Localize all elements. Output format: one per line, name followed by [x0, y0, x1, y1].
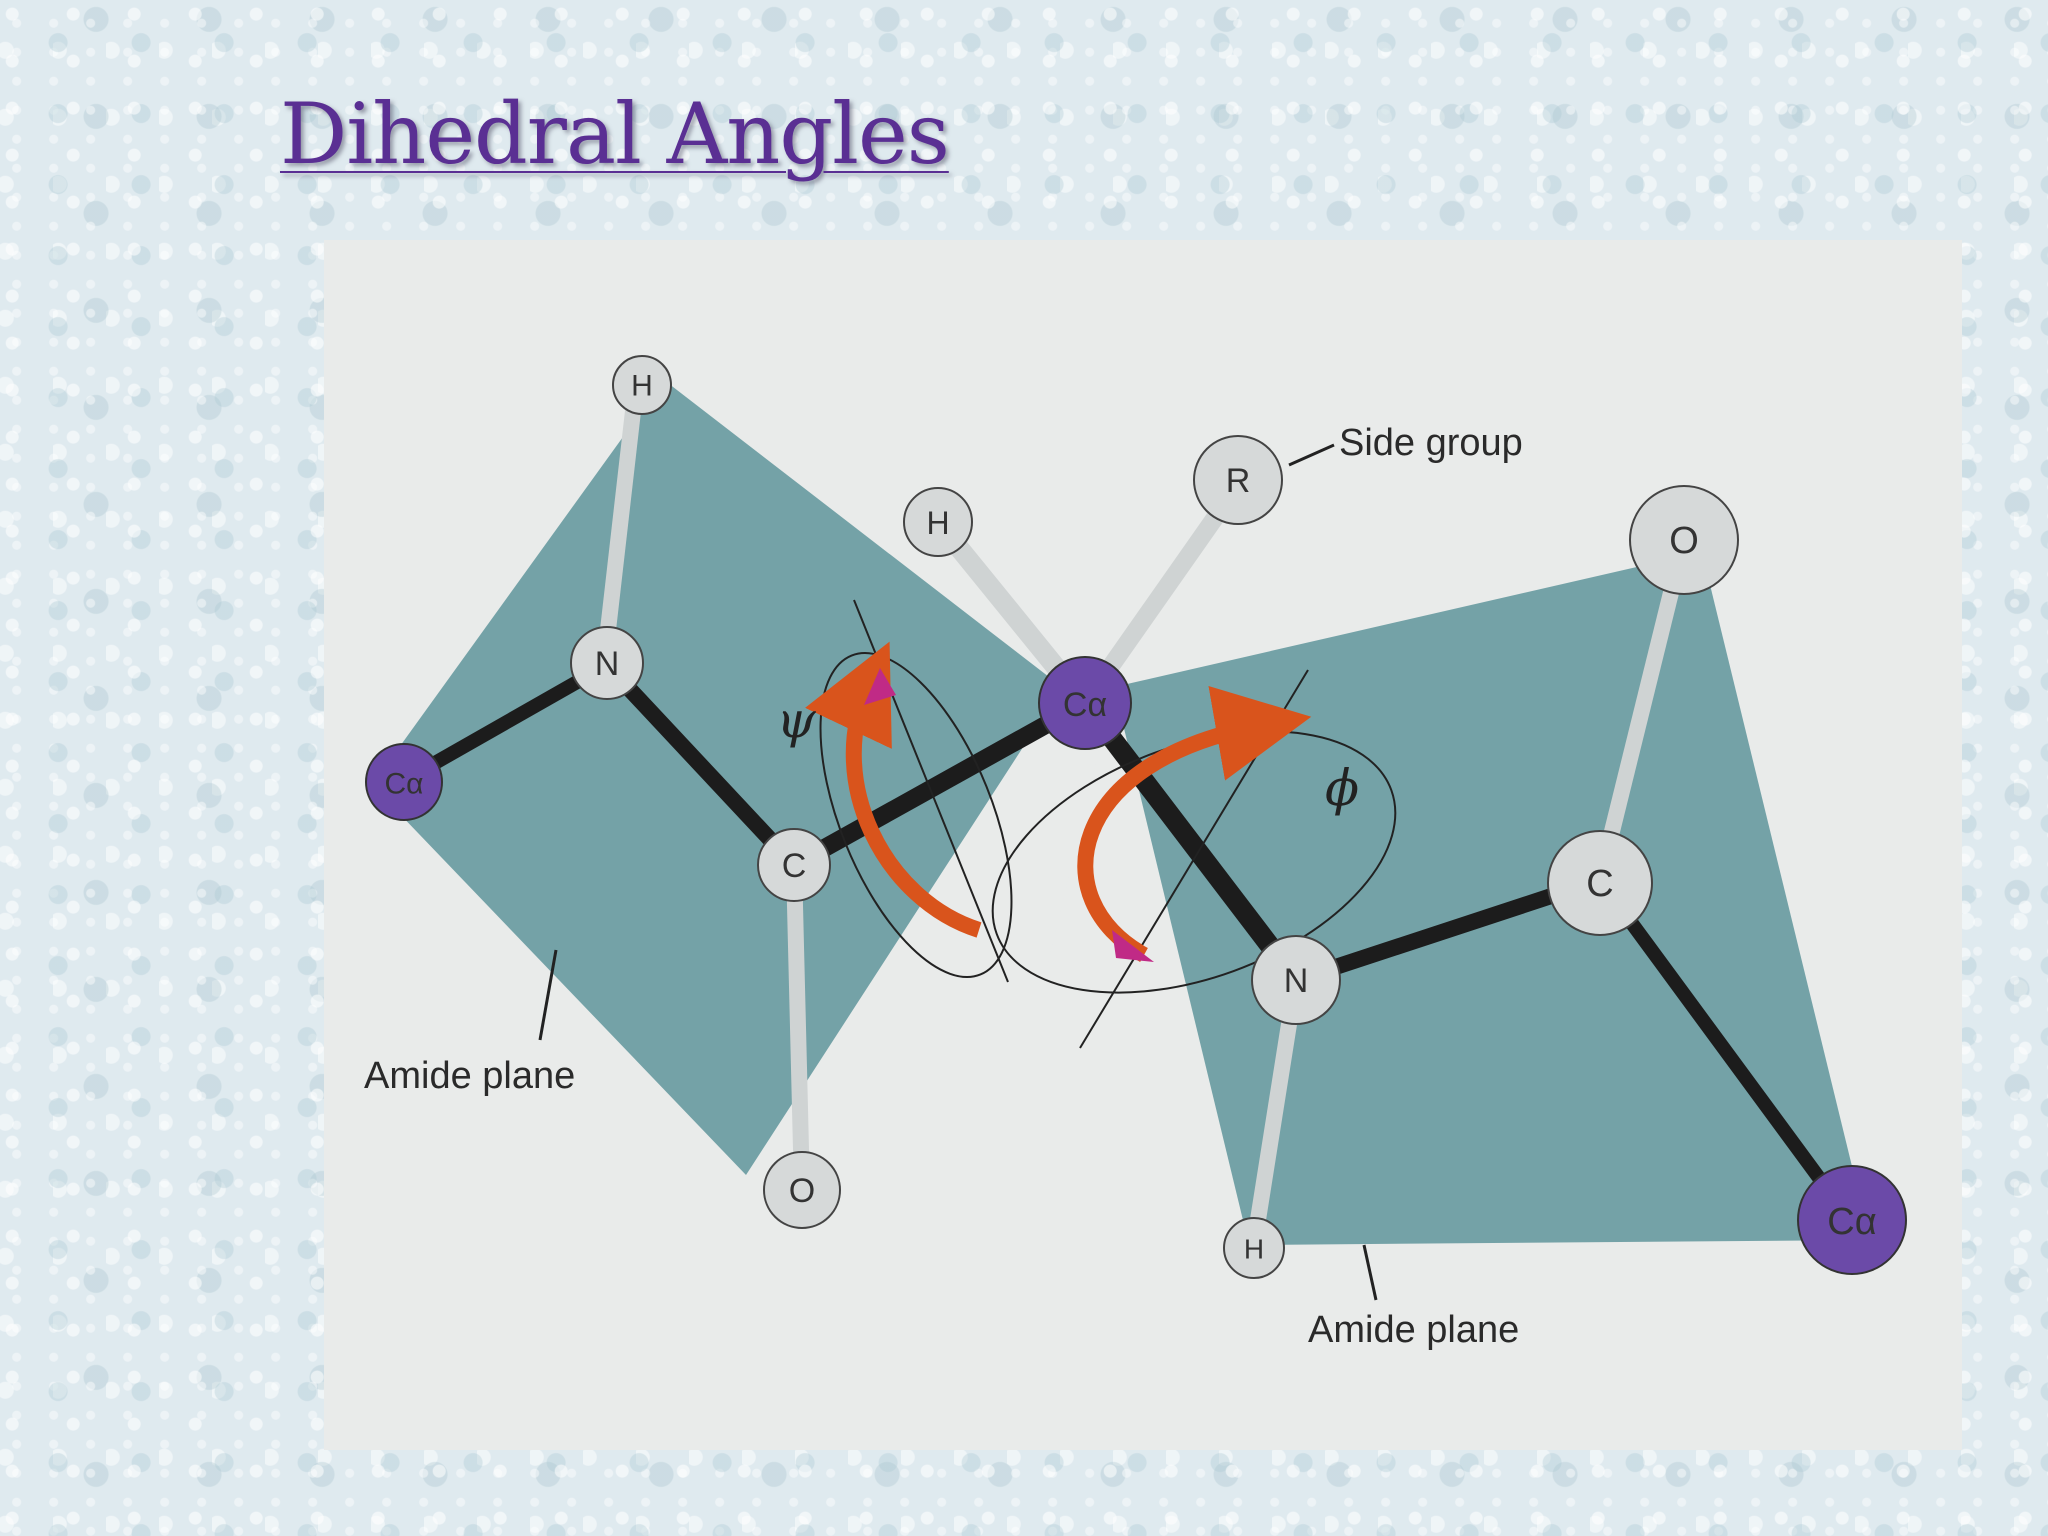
- side-group-pointer: [1288, 443, 1335, 467]
- phi-rotation-arrow: [1077, 686, 1312, 963]
- slide-title: Dihedral Angles: [280, 85, 950, 183]
- bond-h-n-left: [596, 384, 644, 666]
- left-amide-plane-pointer: [538, 949, 558, 1041]
- svg-text:H: H: [631, 370, 653, 403]
- phi-symbol: ϕ: [1325, 759, 1359, 817]
- svg-text:Cα: Cα: [1827, 1201, 1876, 1243]
- atom-o-right: O: [1629, 485, 1739, 595]
- phi-rotation-ellipse: [991, 730, 1397, 994]
- atom-ca-right: Cα: [1797, 1165, 1907, 1275]
- atoms: H N Cα C O H R: [365, 355, 1907, 1279]
- bond-c-ca-right: [1594, 875, 1856, 1225]
- svg-text:C: C: [782, 847, 807, 885]
- atom-h-top-left: H: [612, 355, 672, 415]
- atom-c-right: C: [1547, 830, 1653, 936]
- right-amide-plane-pointer: [1362, 1244, 1378, 1301]
- atom-c-left: C: [757, 828, 831, 902]
- psi-rotation-arrow: [805, 641, 982, 938]
- dihedral-angle-figure: H N Cα C O H R: [324, 240, 1962, 1450]
- phi-rotation-arrow-tip: [1112, 930, 1154, 962]
- bond-c-o-left: [786, 864, 810, 1191]
- svg-text:N: N: [1284, 962, 1309, 1000]
- peptide-diagram: H N Cα C O H R: [364, 355, 1907, 1351]
- atom-n-right: N: [1251, 935, 1341, 1025]
- atom-ca-left: Cα: [365, 743, 443, 821]
- svg-text:O: O: [789, 1172, 815, 1210]
- svg-text:C: C: [1586, 863, 1613, 905]
- left-amide-plane-label: Amide plane: [364, 1055, 575, 1097]
- psi-symbol: ψ: [776, 691, 816, 749]
- svg-text:Cα: Cα: [384, 768, 423, 801]
- atom-r-side-group: R: [1193, 435, 1283, 525]
- bond-c-o-right: [1592, 538, 1692, 882]
- bond-n-c-left: [601, 659, 800, 871]
- atom-o-left: O: [763, 1151, 841, 1229]
- svg-text:H: H: [1244, 1234, 1264, 1265]
- svg-text:N: N: [595, 645, 620, 683]
- atom-h-bottom-right: H: [1223, 1217, 1285, 1279]
- svg-text:O: O: [1669, 520, 1699, 562]
- atom-h-center: H: [903, 487, 973, 557]
- atom-ca-center: Cα: [1038, 656, 1132, 750]
- bond-n-ca-left: [401, 658, 611, 787]
- side-group-label: Side group: [1339, 422, 1523, 464]
- psi-rotation-arrow-tip: [864, 668, 896, 705]
- svg-text:R: R: [1226, 462, 1251, 500]
- svg-text:Cα: Cα: [1063, 686, 1107, 724]
- svg-text:H: H: [926, 505, 949, 541]
- atom-n-left: N: [570, 626, 644, 700]
- bond-ca-n-right: [1077, 696, 1304, 987]
- right-amide-plane-label: Amide plane: [1308, 1309, 1519, 1351]
